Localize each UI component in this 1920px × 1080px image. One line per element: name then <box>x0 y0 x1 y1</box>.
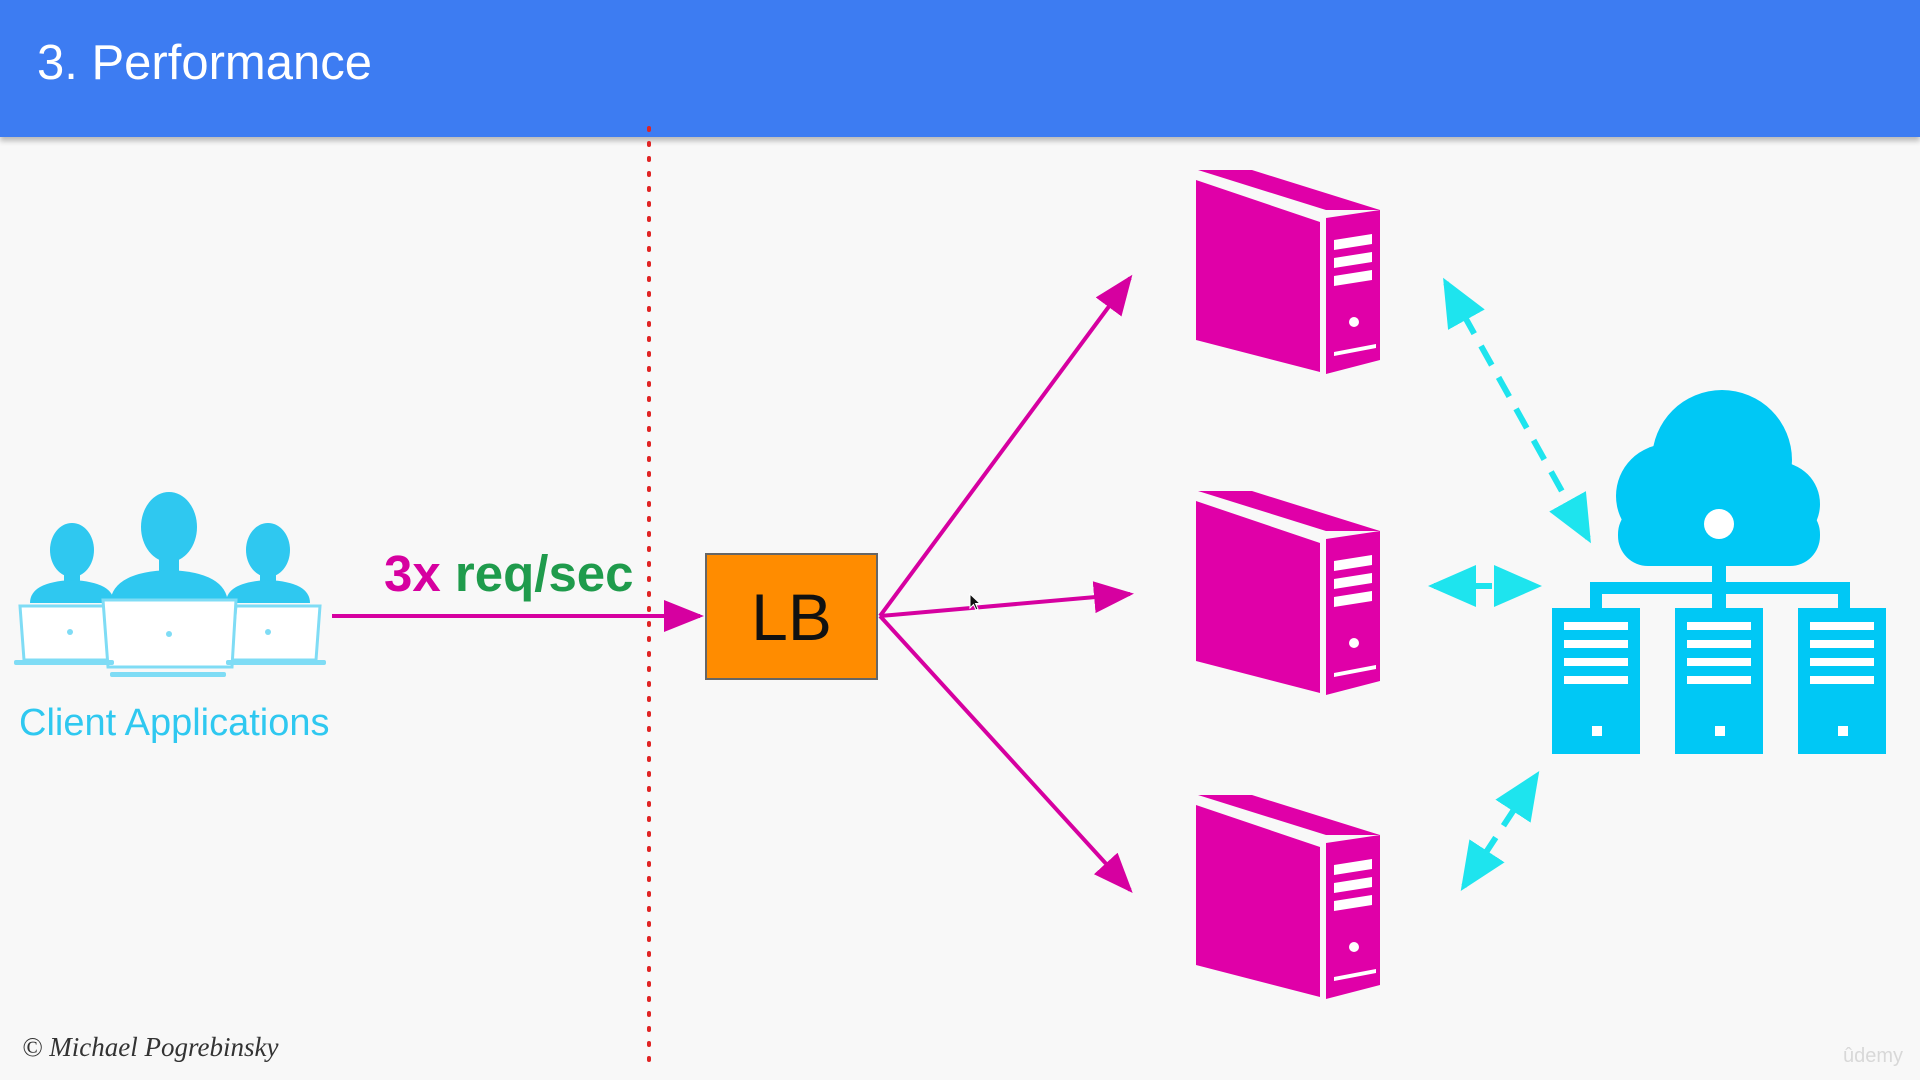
udemy-watermark: ûdemy <box>1843 1045 1904 1067</box>
lb-to-server-2-arrow <box>879 581 1134 618</box>
lb-to-server-1-arrow <box>878 274 1133 618</box>
server-tower-icon <box>1196 795 1380 999</box>
server-tower-icon <box>1196 170 1380 374</box>
client-applications-label: Client Applications <box>19 702 330 744</box>
request-rate-multiplier: 3x <box>384 545 441 602</box>
load-balancer-label: LB <box>751 579 832 654</box>
copyright-text: © Michael Pogrebinsky <box>22 1032 279 1062</box>
app-server-3 <box>1196 795 1380 999</box>
request-rate-unit: req/sec <box>454 545 634 602</box>
users-with-laptops-icon <box>14 492 326 677</box>
load-balancer-box: LB <box>705 553 878 680</box>
app-server-2 <box>1196 491 1380 695</box>
lb-to-server-3-arrow <box>878 614 1133 893</box>
slide-header: 3. Performance <box>0 0 1920 137</box>
slide-title: 3. Performance <box>37 36 372 90</box>
request-rate-label: 3x req/sec <box>384 544 634 603</box>
app-server-1 <box>1196 170 1380 374</box>
cloud-database-cluster-icon <box>1552 390 1886 754</box>
server-tower-icon <box>1196 491 1380 695</box>
db-link-3 <box>1460 770 1540 892</box>
db-link-1 <box>1443 277 1591 544</box>
mouse-cursor-icon <box>969 593 981 611</box>
